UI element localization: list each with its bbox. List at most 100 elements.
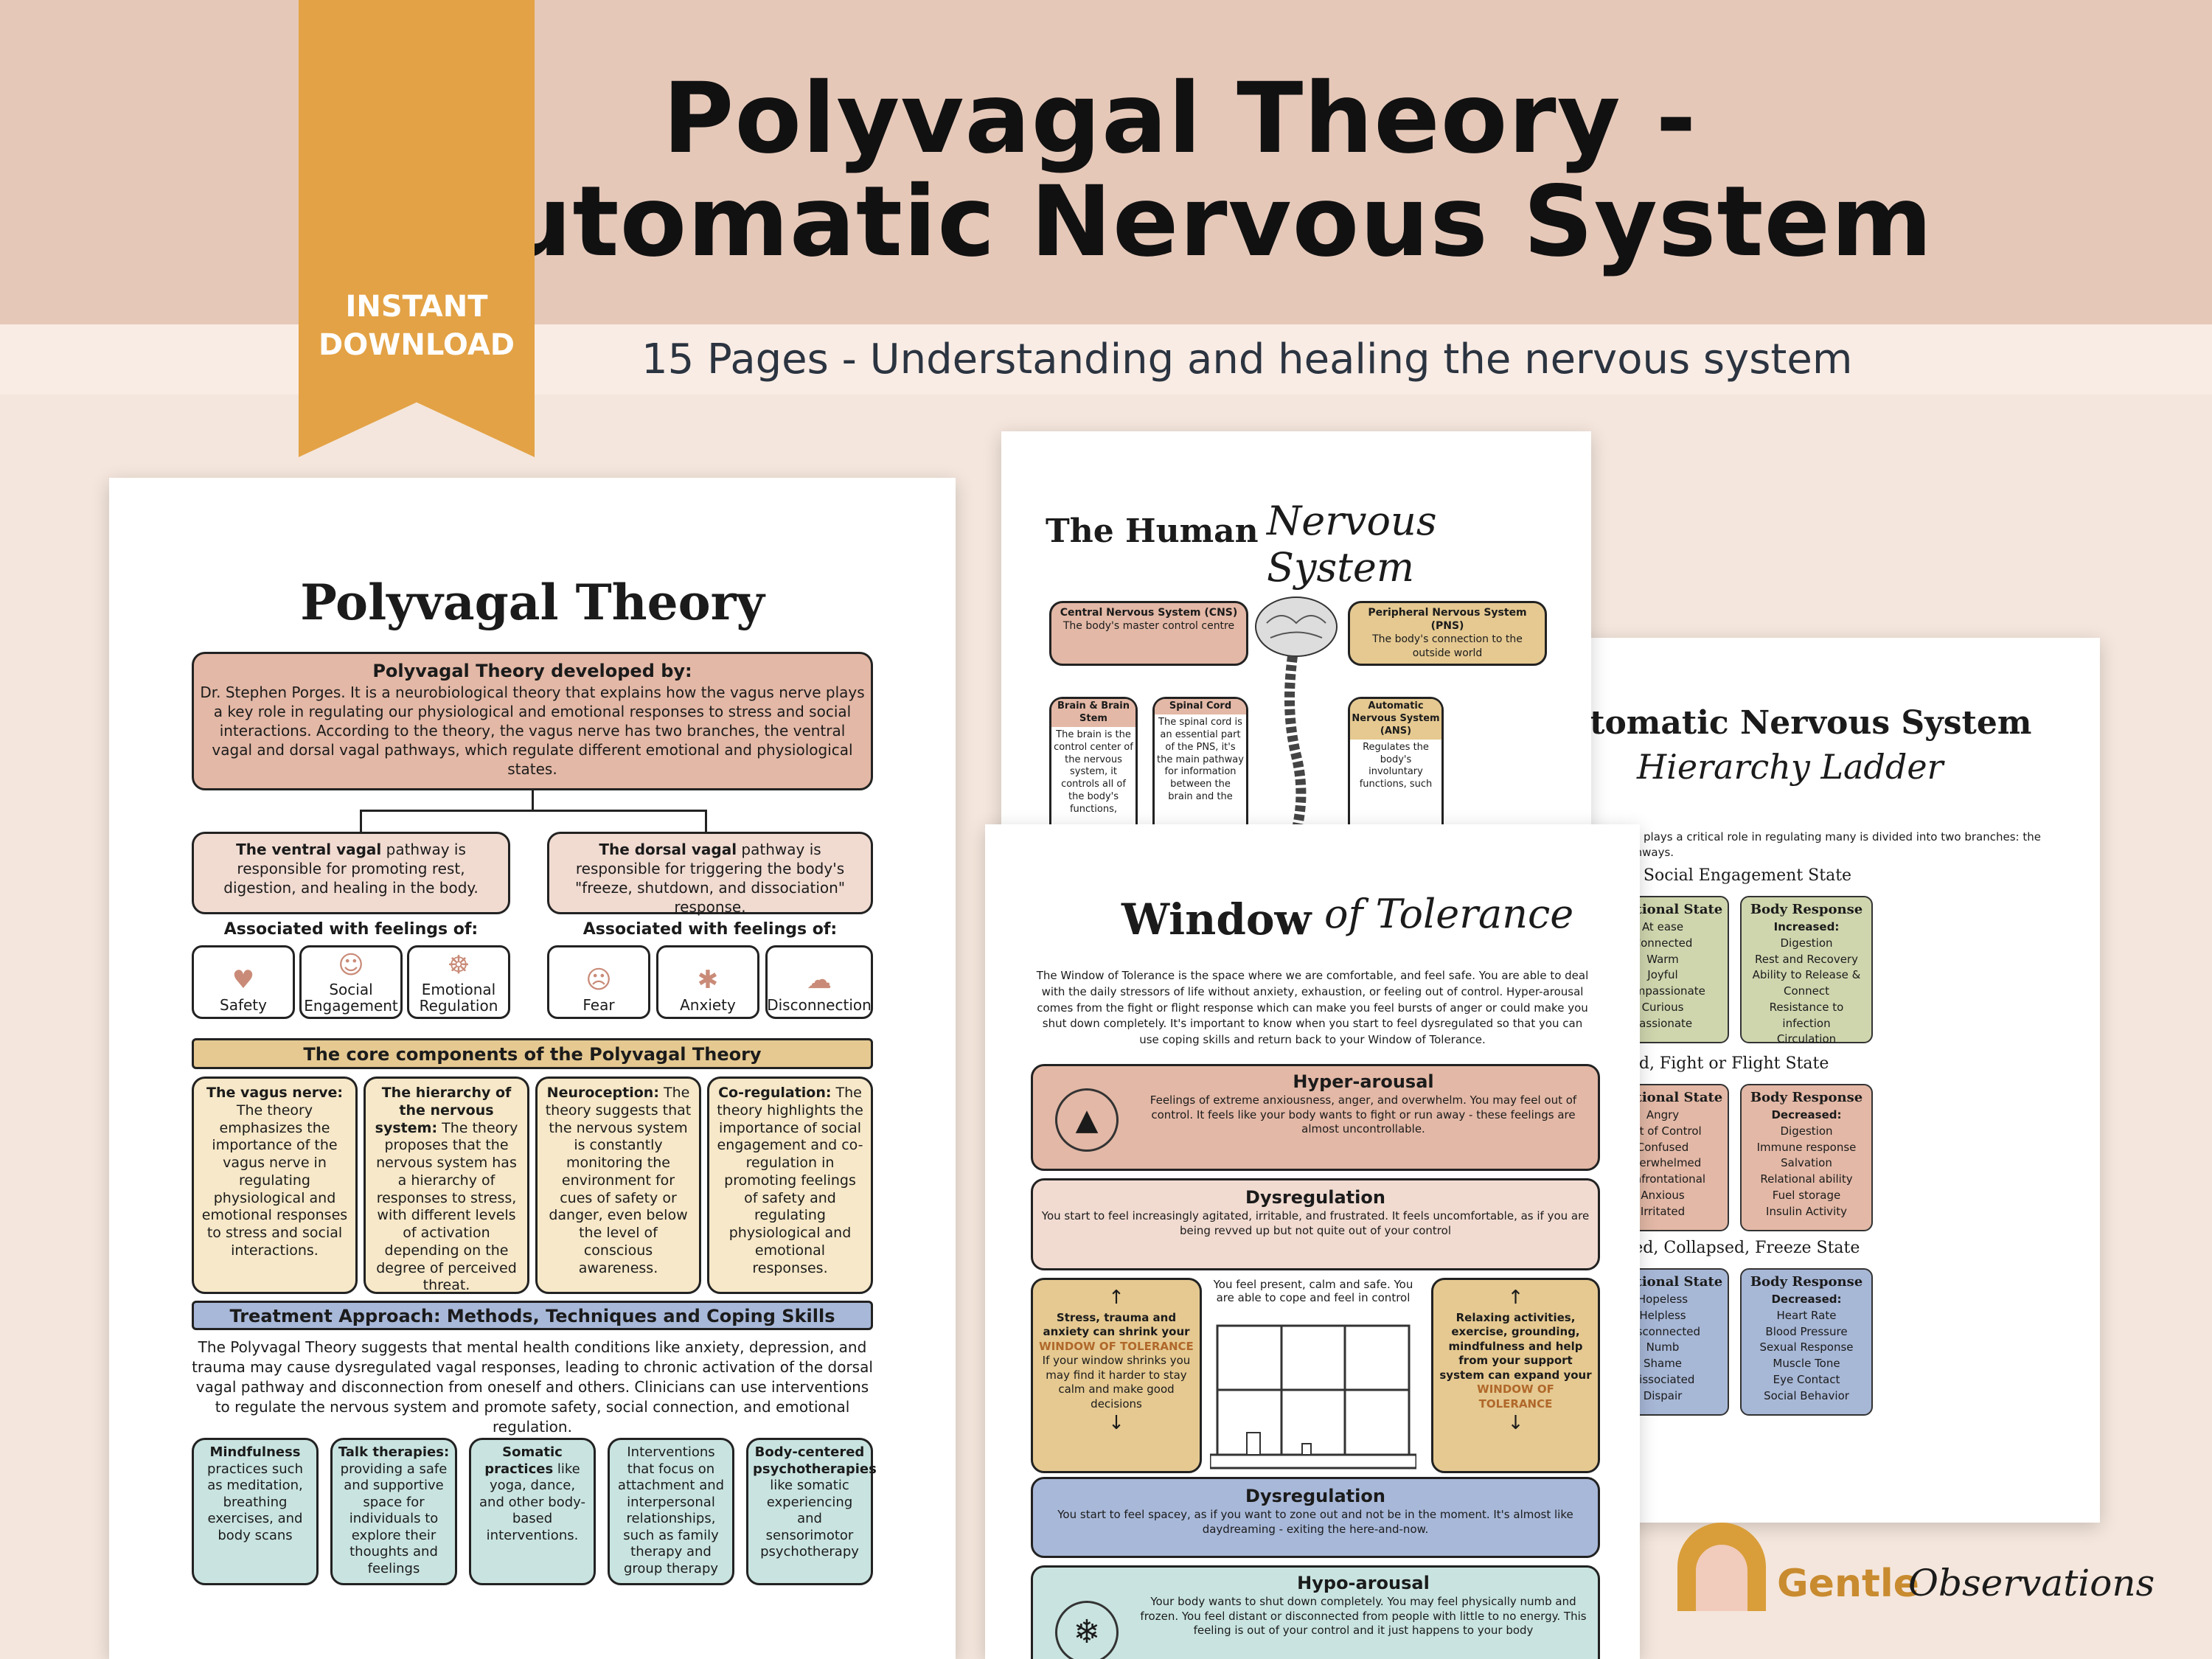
wot-title-script: of Tolerance [1324,891,1574,937]
spinal-cord-box: Spinal Cord The spinal cord is an essent… [1152,697,1248,844]
anxious-person-icon: ✱ [697,965,719,995]
method-title: Talk therapies: [338,1444,450,1460]
ladder-cell-line: Connected [1632,936,1693,950]
method-text: like somatic experiencing and sensorimot… [760,1478,859,1559]
shrink-bold: Stress, trauma and anxiety can shrink yo… [1043,1310,1190,1339]
ladder-cell-line: Salvation [1781,1156,1832,1170]
pv-intro-heading: Polyvagal Theory developed by: [372,661,692,681]
social-engagement-card: ☺Social Engagement [299,945,403,1019]
feeling-label: Safety [220,996,267,1014]
chat-bubble-icon: ☺ [338,950,364,980]
ladder-cell-line: Sexual Response [1759,1340,1854,1354]
ladder-title-script: Hierarchy Ladder [1637,747,1944,787]
dorsal-vagal-box: The dorsal vagal pathway is responsible … [547,832,873,916]
treatment-text: The Polyvagal Theory suggests that menta… [192,1338,873,1436]
ladder-cell-line: Ability to Release & Connect [1752,968,1861,998]
cns-box: Central Nervous System (CNS) The body's … [1049,601,1248,666]
ladder-cell-heading: Body Response [1750,902,1863,917]
body-response-label: Decreased: [1771,1293,1842,1307]
ladder-cell-line: Dissociated [1630,1372,1695,1386]
ladder-cell-line: Out of Control [1624,1124,1702,1138]
method-title: Body-centered psychotherapies [753,1444,877,1477]
instant-download-ribbon: INSTANT DOWNLOAD [299,0,535,457]
method-title: Somatic practices [484,1444,563,1477]
ladder-cell-line: Overwhelmed [1624,1156,1702,1170]
ladder-cell-line: Dispair [1643,1388,1683,1402]
subtitle: 15 Pages - Understanding and healing the… [641,335,1853,383]
ladder-cell-line: Relational ability [1760,1172,1853,1186]
ladder-cell-line: Confrontational [1619,1172,1706,1186]
core-component-title: The hierarchy of the nervous system: [375,1085,512,1136]
ladder-cell-line: Numb [1646,1340,1680,1354]
arrow-down-icon: ↓ [1507,1412,1524,1435]
core-component-title: The vagus nerve: [206,1085,343,1101]
expand-accent: WINDOW OF TOLERANCE [1477,1382,1554,1411]
ladder-cell-line: Angry [1646,1108,1680,1122]
main-title-line1: Polyvagal Theory - [662,62,1697,175]
expand-bold: Relaxing activities, exercise, grounding… [1439,1310,1592,1382]
ladder-cell-line: Compassionate [1620,984,1705,998]
window-caption: You feel present, calm and safe. You are… [1213,1278,1413,1304]
feeling-label: Anxiety [680,996,736,1014]
treatment-method-card: Somatic practices like yoga, dance, and … [469,1438,596,1585]
core-heading-bar: The core components of the Polyvagal The… [192,1038,873,1069]
ladder-cell-line: Circulation [1776,1032,1837,1046]
core-component-title: Neuroception: [546,1085,659,1101]
connector [360,810,362,832]
ribbon-line2: DOWNLOAD [319,328,515,362]
ventral-text: pathway is responsible for promoting res… [223,841,479,897]
hypo-title: Hypo-arousal [1297,1573,1430,1593]
ladder-cell-line: Confused [1636,1140,1689,1154]
hypo-arousal-box: ❄ Hypo-arousal Your body wants to shut d… [1031,1565,1600,1659]
wot-intro: The Window of Tolerance is the space whe… [1036,969,1589,1046]
spinal-cord-text: The spinal cord is an essential part of … [1157,716,1244,803]
brainstem-text: The brain is the control center of the n… [1054,728,1133,815]
page-window-of-tolerance: Window of Tolerance The Window of Tolera… [985,824,1640,1659]
cns-text: The body's master control centre [1062,620,1235,633]
treatment-heading: Treatment Approach: Methods, Techniques … [229,1306,835,1326]
disconnection-card: ☁Disconnection [765,945,873,1019]
emotional-regulation-card: ☸Emotional Regulation [407,945,510,1019]
ventral-vagal-box: The ventral vagal pathway is responsible… [192,832,510,914]
method-text: providing a safe and supportive space fo… [340,1461,448,1576]
shrink-text: If your window shrinks you may find it h… [1042,1354,1191,1411]
brand-logo-inner [1696,1545,1747,1611]
connector [360,810,706,812]
method-title: Mindfulness [209,1444,301,1460]
fear-card: ☹Fear [547,945,650,1019]
method-text: like yoga, dance, and other body-based i… [479,1461,585,1543]
core-component-card: Neuroception: The theory suggests that t… [535,1077,701,1294]
snowflake-icon: ❄ [1055,1601,1119,1659]
feeling-label: Fear [582,996,615,1014]
brainstem-box: Brain & Brain Stem The brain is the cont… [1049,697,1138,844]
ladder-cell-line: Passionate [1632,1016,1693,1030]
storm-cloud-icon: ☁ [807,965,832,995]
core-component-text: The theory suggests that the nervous sys… [545,1085,692,1276]
core-component-title: Co-regulation: [718,1085,832,1101]
ladder-cell-line: Eye Contact [1773,1372,1840,1386]
core-component-card: The vagus nerve: The theory emphasizes t… [192,1077,358,1294]
dys2-text: You start to feel spacey, as if you want… [1057,1508,1573,1536]
ladder-cell-line: Disconnected [1624,1324,1701,1338]
hyper-arousal-box: ▲ Hyper-arousal Feelings of extreme anxi… [1031,1064,1600,1171]
volcano-icon: ▲ [1055,1088,1119,1152]
core-component-text: The theory highlights the importance of … [717,1085,863,1276]
connector [705,810,707,832]
dorsal-assoc-label: Associated with feelings of: [582,920,838,939]
ns-title: The Human [1046,512,1259,550]
treatment-heading-bar: Treatment Approach: Methods, Techniques … [192,1301,873,1330]
core-component-card: Co-regulation: The theory highlights the… [707,1077,873,1294]
pns-text: The body's connection to the outside wor… [1372,633,1523,659]
ladder-cell-line: Resistance to infection [1769,1000,1844,1030]
dorsal-bold: The dorsal vagal [599,841,737,858]
brainstem-title: Brain & Brain Stem [1051,699,1135,727]
ladder-cell-line: Anxious [1641,1188,1685,1202]
brand-word2: Observations [1908,1562,2155,1604]
method-text: Interventions that focus on attachment a… [617,1444,725,1576]
ladder-cell-heading: Body Response [1750,1090,1863,1105]
pns-title: Peripheral Nervous System (PNS) [1368,607,1527,633]
feeling-label: Social Engagement [304,981,398,1015]
core-heading: The core components of the Polyvagal The… [303,1044,762,1065]
